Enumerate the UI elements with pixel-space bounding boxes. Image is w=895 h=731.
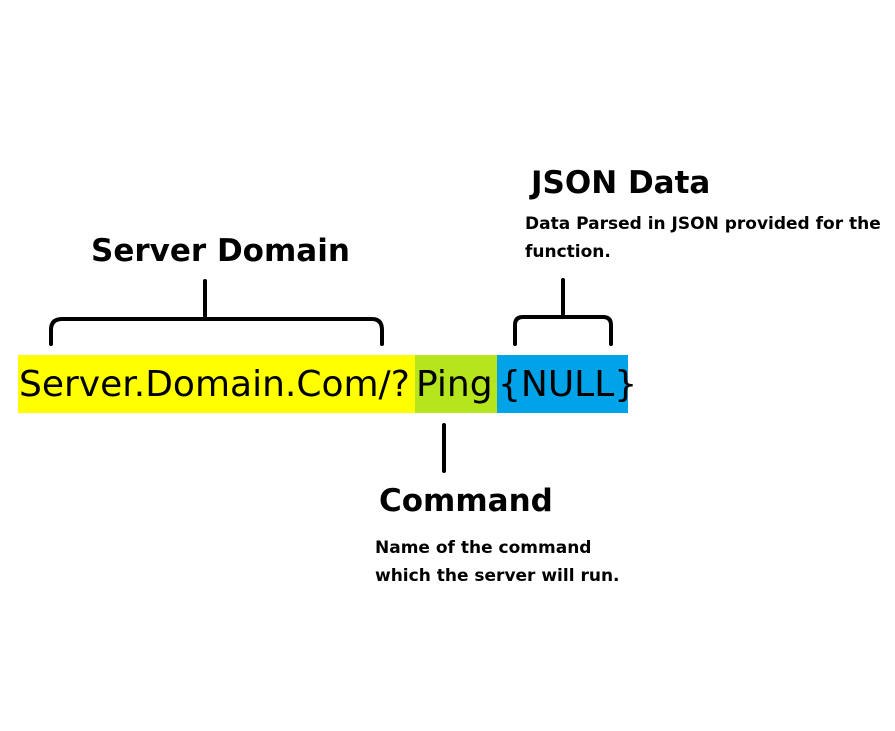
command-title: Command [379,483,553,519]
json-data-description: Data Parsed in JSON provided for the fun… [525,214,881,262]
json-data-title: JSON Data [531,165,711,201]
json-data-bracket [513,315,613,346]
url-data-segment: {NULL} [497,355,637,413]
server-domain-bracket [49,317,384,346]
command-description: Name of the command which the server wil… [375,538,620,586]
url-domain-segment: Server.Domain.Com/? [18,355,415,413]
url-command-segment: Ping [415,355,497,413]
url-example: Server.Domain.Com/? Ping {NULL} [18,355,637,413]
server-domain-title: Server Domain [91,233,350,269]
